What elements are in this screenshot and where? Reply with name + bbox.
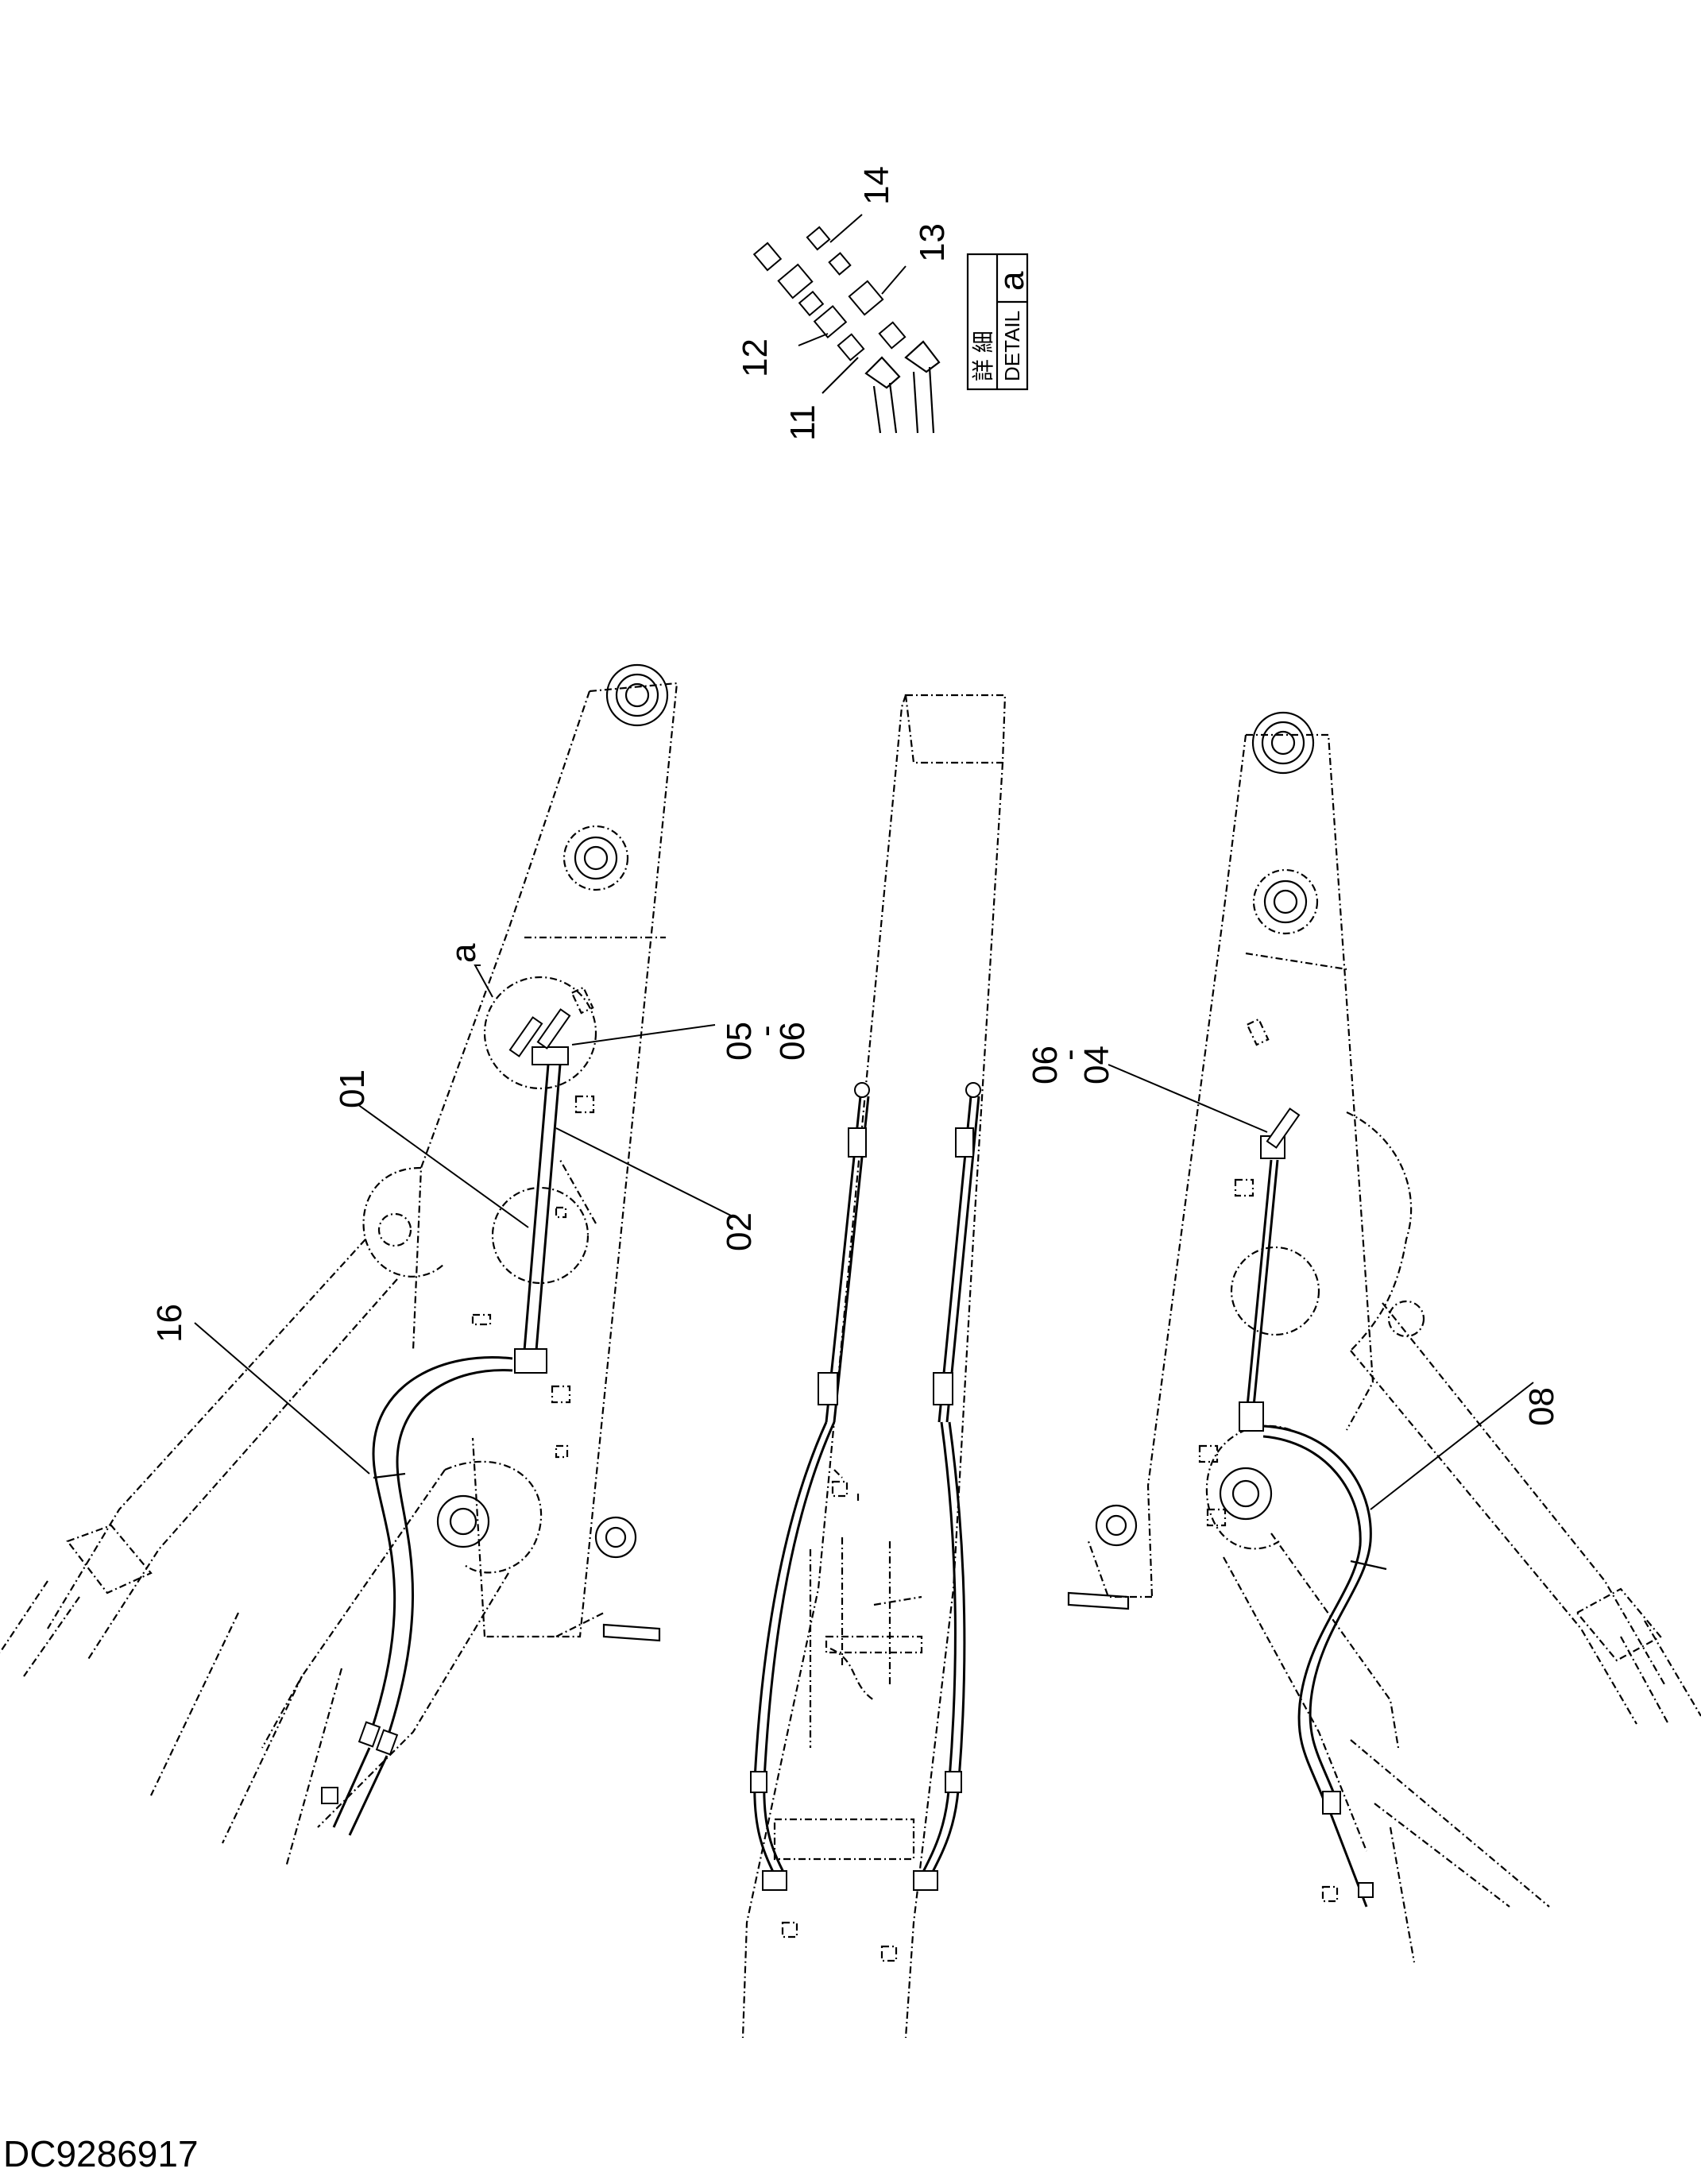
center-boom-hoses xyxy=(750,1082,981,1891)
label-06-04-dash: - xyxy=(1050,1049,1088,1061)
detail-box xyxy=(966,253,1029,391)
detail-box-jp: 詳 細 xyxy=(971,330,995,381)
detail-a-fittings xyxy=(752,214,941,434)
left-boom-view xyxy=(0,663,678,1868)
right-boom-hoses xyxy=(1239,1107,1387,1908)
document-id: DC9286917 xyxy=(3,2133,199,2174)
label-11: 11 xyxy=(783,404,822,441)
label-08: 08 xyxy=(1522,1387,1561,1426)
label-13: 13 xyxy=(913,223,952,262)
detail-box-en: DETAIL xyxy=(1000,311,1024,381)
right-boom-view xyxy=(1067,711,1701,1963)
label-06-04-top: 06 xyxy=(1026,1046,1065,1084)
detail-box-letter: a xyxy=(992,271,1031,291)
right-view-leaders xyxy=(1108,1064,1534,1510)
label-05-06-bot: 06 xyxy=(773,1022,812,1061)
label-05-06-dash: - xyxy=(746,1025,785,1037)
label-05-06-top: 05 xyxy=(720,1022,759,1061)
label-detail-ref-a: a xyxy=(444,943,483,963)
label-14: 14 xyxy=(857,166,896,205)
label-01: 01 xyxy=(333,1069,372,1108)
label-06-04-bot: 04 xyxy=(1077,1046,1116,1084)
center-boom-view xyxy=(741,694,1007,2039)
left-view-leaders xyxy=(194,964,732,1475)
label-16: 16 xyxy=(150,1304,189,1343)
left-boom-hoses xyxy=(321,1008,571,1836)
label-12: 12 xyxy=(736,338,775,377)
label-02: 02 xyxy=(720,1212,759,1251)
